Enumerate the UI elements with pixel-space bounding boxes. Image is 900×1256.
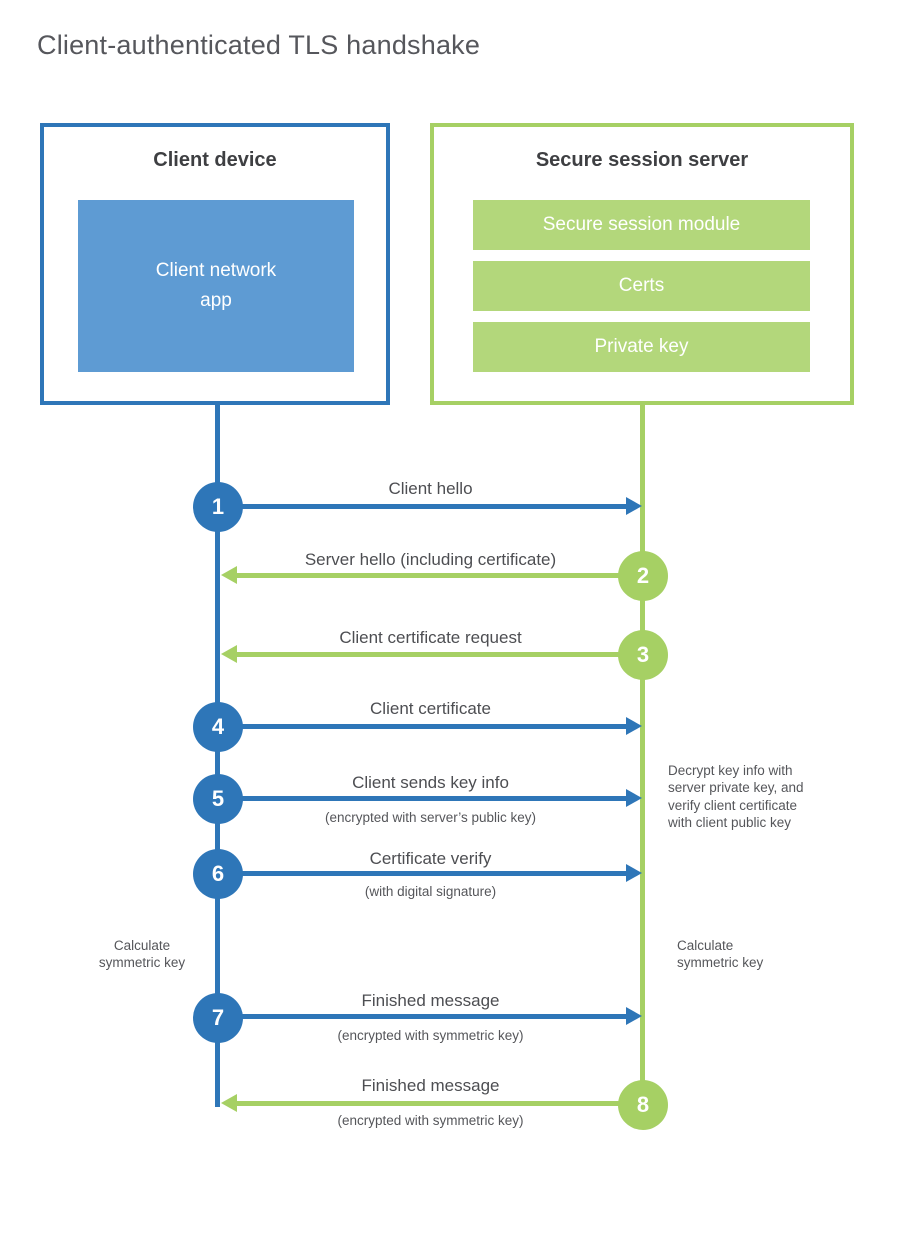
step-7-label: Finished message: [361, 991, 500, 1010]
step-7-sublabel: (encrypted with symmetric key): [337, 1028, 524, 1043]
step-6-badge: 6: [193, 849, 243, 899]
client-device-title: Client device: [153, 149, 277, 171]
step-4-badge: 4: [193, 702, 243, 752]
step-2-arrow: [221, 566, 643, 584]
step-4-label: Client certificate: [370, 699, 491, 718]
step-5-arrow: [218, 789, 642, 807]
server-module-private-key: Private key: [473, 322, 810, 372]
step-3-arrow: [221, 645, 643, 663]
step-6-sublabel: (with digital signature): [364, 884, 497, 899]
calculate-symmetric-key-note-client: Calculate symmetric key: [98, 938, 186, 970]
page-title: Client-authenticated TLS handshake: [37, 30, 481, 60]
client-lifeline: [215, 405, 220, 1107]
secure-session-server-title: Secure session server: [535, 149, 749, 171]
step-5-sublabel: (encrypted with server’s public key): [324, 810, 537, 825]
server-module-certs: Certs: [473, 261, 810, 311]
decrypt-key-info-annotation: Decrypt key info with server private key…: [668, 763, 804, 830]
client-network-app-box: Client network app: [78, 200, 354, 372]
step-2-badge: 2: [618, 551, 668, 601]
step-8-arrow: [221, 1094, 643, 1112]
step-6-label: Certificate verify: [369, 849, 492, 868]
step-8-label: Finished message: [361, 1076, 500, 1095]
step-2-label: Server hello (including certificate): [304, 550, 557, 569]
step-5-label: Client sends key info: [352, 773, 509, 792]
step-4-arrow: [218, 717, 642, 735]
step-6-arrow: [218, 864, 642, 882]
step-1-badge: 1: [193, 482, 243, 532]
step-7-arrow: [218, 1007, 642, 1025]
step-3-badge: 3: [618, 630, 668, 680]
step-8-sublabel: (encrypted with symmetric key): [337, 1113, 524, 1128]
server-module-secure-session: Secure session module: [473, 200, 810, 250]
step-1-arrow: [218, 497, 642, 515]
step-8-badge: 8: [618, 1080, 668, 1130]
step-3-label: Client certificate request: [339, 628, 522, 647]
step-5-badge: 5: [193, 774, 243, 824]
step-1-label: Client hello: [388, 479, 473, 498]
server-lifeline: [640, 405, 645, 1105]
step-7-badge: 7: [193, 993, 243, 1043]
calculate-symmetric-key-note-server: Calculate symmetric key: [677, 938, 764, 970]
